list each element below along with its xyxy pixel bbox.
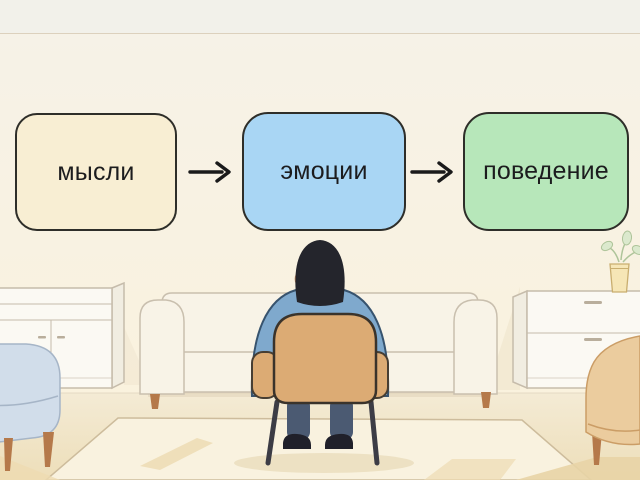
sofa-leg (481, 392, 491, 408)
chair-leg-left (265, 399, 280, 466)
armchair-leg (4, 438, 13, 471)
cabinet-handle (57, 336, 65, 339)
person-on-chair (250, 240, 390, 466)
potted-plant (600, 230, 640, 293)
diagram-node-emotions: эмоции (242, 112, 406, 231)
node-label-emotions: эмоции (280, 157, 368, 185)
plant-leaf (600, 240, 614, 252)
node-label-behavior: поведение (483, 157, 609, 185)
chair-back (272, 312, 378, 405)
shoe-right (325, 433, 353, 449)
sofa-arm-right (453, 299, 498, 395)
armchair-leg (43, 432, 54, 467)
sofa-arm-left (139, 299, 185, 395)
chair-floor-shadow (234, 453, 414, 473)
node-label-thoughts: мысли (57, 157, 135, 186)
diagram-node-thoughts: мысли (15, 113, 177, 231)
dresser-handle (584, 301, 602, 304)
blue-armchair (0, 343, 61, 471)
armchair-leg (592, 432, 602, 465)
wall-top-strip (0, 0, 640, 33)
floor-shadows (0, 438, 640, 480)
plant-leaf (621, 230, 633, 246)
diagram-node-behavior: поведение (463, 112, 629, 231)
dresser-handle (584, 338, 602, 341)
person-leg-left (287, 398, 310, 440)
arrow-emotions-to-behavior-icon (408, 158, 456, 186)
shoe-left (283, 433, 311, 449)
cabinet-handle (38, 336, 46, 339)
sofa-leg (150, 394, 160, 409)
arrow-thoughts-to-emotions-icon (186, 158, 234, 186)
plant-pot (609, 263, 630, 293)
chair-leg-right (368, 399, 380, 466)
tan-armchair (585, 335, 640, 465)
person-hair (295, 240, 345, 306)
person-leg-right (330, 398, 353, 440)
